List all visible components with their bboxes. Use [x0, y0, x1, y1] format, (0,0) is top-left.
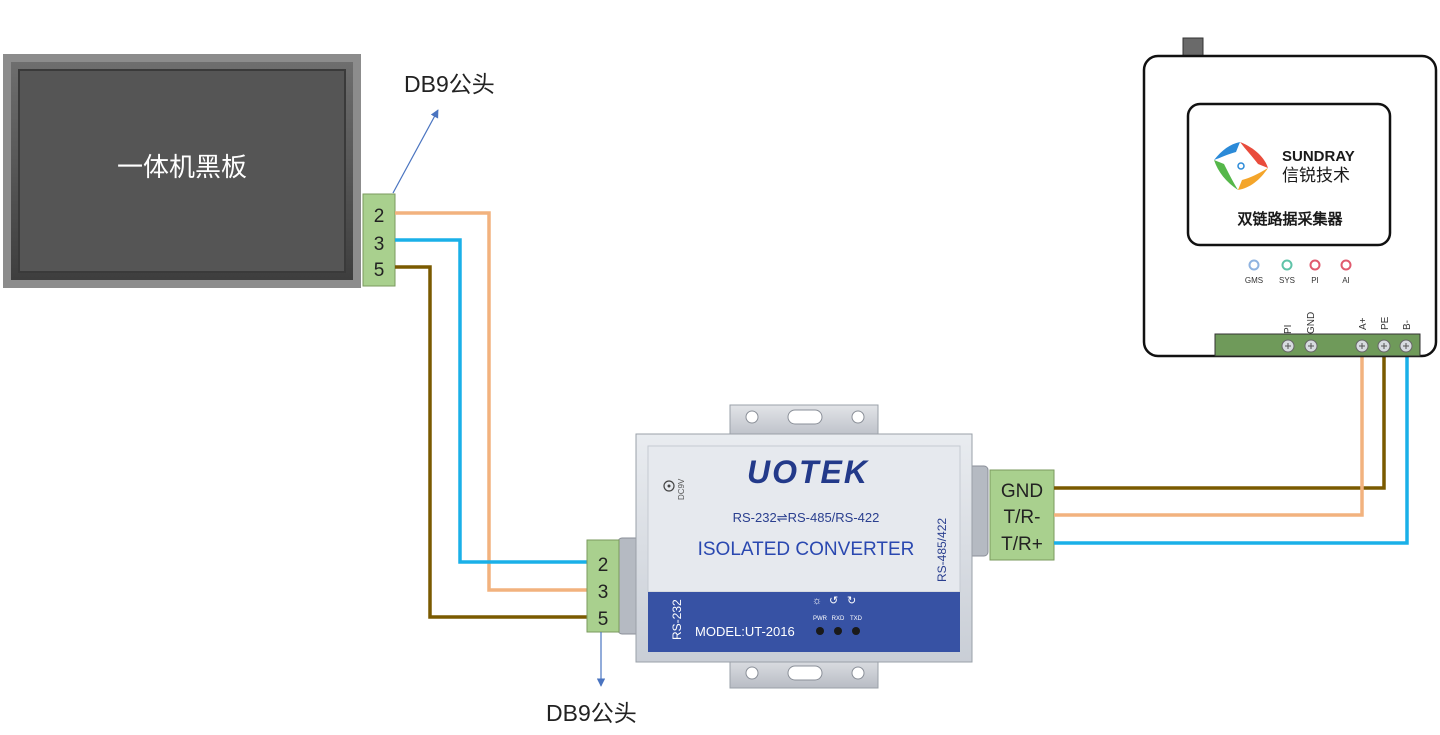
converter-terminal: 2 3 5	[586, 539, 620, 633]
converter-pin-3: 3	[598, 582, 609, 603]
terminal-screws	[1281, 339, 1413, 353]
led-ai	[1340, 259, 1352, 271]
db9-bottom-label: DB9公头	[546, 700, 637, 726]
rxd-led-icon: ↺	[829, 595, 838, 607]
blackboard-pin-5: 5	[374, 260, 385, 281]
wire-brown-right	[1054, 346, 1386, 490]
blackboard-label: 一体机黑板	[117, 152, 247, 182]
collector-brand-cn: 信锐技术	[1282, 166, 1350, 185]
wire-orange-right	[1054, 346, 1364, 517]
port-label-pi: PI	[1283, 325, 1294, 334]
led-label-pwr: PWR	[813, 616, 828, 622]
led-label-rxd: RXD	[832, 616, 845, 622]
collector-brand: SUNDRAY	[1282, 148, 1355, 165]
led-sys	[1281, 259, 1293, 271]
converter-right-side-label: RS-485/422	[935, 518, 949, 582]
sundray-logo-icon	[1214, 142, 1268, 190]
converter-pin-5: 5	[598, 609, 609, 630]
db9-top-arrow	[392, 109, 439, 194]
led-label-gms: GMS	[1245, 276, 1263, 285]
wire-blue-right	[1054, 346, 1409, 545]
converter-model: MODEL:UT-2016	[695, 624, 795, 639]
led-txd	[852, 627, 860, 635]
rs485-pin-gnd: GND	[1001, 481, 1043, 502]
led-rxd	[834, 627, 842, 635]
blackboard-pin-2: 2	[374, 206, 385, 227]
led-pwr	[816, 627, 824, 635]
converter: UOTEK RS-232⇌RS-485/RS-422 ISOLATED CONV…	[617, 404, 989, 689]
blackboard: 一体机黑板	[3, 54, 361, 288]
db9-top-label: DB9公头	[404, 71, 495, 97]
pwr-led-icon: ☼	[812, 595, 822, 607]
rs485-pin-tr-minus: T/R-	[1004, 507, 1041, 528]
led-label-ai: AI	[1342, 276, 1350, 285]
port-label-b-minus: B-	[1402, 320, 1413, 330]
wire-orange-left	[395, 211, 587, 592]
led-pi	[1309, 259, 1321, 271]
converter-pin-2: 2	[598, 555, 609, 576]
collector: SUNDRAY 信锐技术 双链路据采集器 GMS SYS PI AI PI GN…	[1142, 37, 1438, 358]
collector-title: 双链路据采集器	[1237, 210, 1343, 228]
wire-blue-left	[395, 238, 587, 564]
blackboard-pin-3: 3	[374, 234, 385, 255]
txd-led-icon: ↻	[847, 595, 856, 607]
converter-power-label: DC9V	[677, 478, 686, 500]
led-label-pi: PI	[1311, 276, 1319, 285]
wire-brown-left	[395, 265, 587, 619]
collector-terminal-strip	[1214, 333, 1421, 357]
blackboard-terminal: 2 3 5	[362, 193, 396, 287]
port-label-gnd: GND	[1306, 312, 1317, 334]
converter-left-side-label: RS-232	[670, 599, 684, 640]
converter-subtitle: RS-232⇌RS-485/RS-422	[733, 510, 880, 525]
led-gms	[1248, 259, 1260, 271]
converter-brand: UOTEK	[747, 454, 870, 490]
rs485-terminal: GND T/R- T/R+	[989, 469, 1055, 561]
port-label-a-plus: A+	[1358, 317, 1369, 330]
rs485-pin-tr-plus: T/R+	[1001, 534, 1043, 555]
converter-title: ISOLATED CONVERTER	[698, 539, 915, 560]
led-label-sys: SYS	[1279, 276, 1295, 285]
power-jack-icon	[663, 480, 675, 492]
led-label-txd: TXD	[850, 616, 863, 622]
port-label-pe: PE	[1380, 316, 1391, 330]
